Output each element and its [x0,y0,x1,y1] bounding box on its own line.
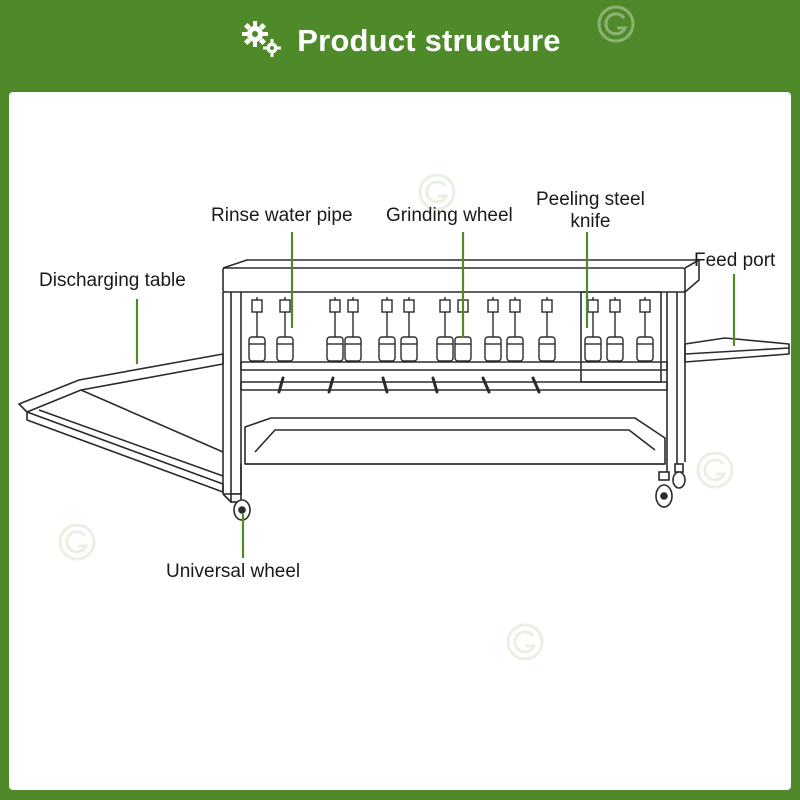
watermark-logo-icon [597,5,635,43]
grinding-wheel [606,336,624,362]
watermark-logo-icon [696,451,734,489]
label-peeling-steel-knife-line2: knife [570,211,611,232]
header-title-group: Product structure [239,19,561,64]
grinding-wheel [344,336,362,362]
label-universal-wheel: Universal wheel [166,561,301,582]
label-peeling-steel-knife-line1: Peeling steel [536,189,645,210]
watermark-logo-icon [506,623,544,661]
diagram-panel: Rinse water pipe Grinding wheel Peeling … [9,92,791,790]
grinding-wheel [584,336,602,362]
label-rinse-water-pipe: Rinse water pipe [211,205,353,226]
spindle-holder [541,299,553,313]
grinding-wheel [400,336,418,362]
spindle-holder [639,299,651,313]
spindle-holder [587,299,599,313]
spindle-holder [609,299,621,313]
spindle-holder [329,299,341,313]
label-peeling-steel-knife: Peeling steel knife [536,189,645,233]
header-bar: Product structure [0,0,800,92]
grinding-wheel [276,336,294,362]
watermark-logo-icon [418,173,456,211]
label-discharging-table: Discharging table [39,270,186,291]
grinding-wheel [436,336,454,362]
gears-icon [239,19,285,64]
grinding-wheel [538,336,556,362]
spindle-holder [347,299,359,313]
spindle-holder [509,299,521,313]
grinding-wheel [454,336,472,362]
spindle-holder [381,299,393,313]
grinding-wheel [248,336,266,362]
grinding-wheel [484,336,502,362]
spindle-holder [251,299,263,313]
spindle-holder [439,299,451,313]
spindle-holder [279,299,291,313]
grinding-wheel [636,336,654,362]
spindle-holder [403,299,415,313]
label-grinding-wheel: Grinding wheel [386,205,513,226]
grinding-wheel [506,336,524,362]
label-feed-port: Feed port [694,250,776,271]
watermark-logo-icon [58,523,96,561]
grinding-wheel [378,336,396,362]
grinding-wheel [326,336,344,362]
page-title: Product structure [297,23,561,58]
spindle-holder [487,299,499,313]
machine-diagram [18,232,790,558]
